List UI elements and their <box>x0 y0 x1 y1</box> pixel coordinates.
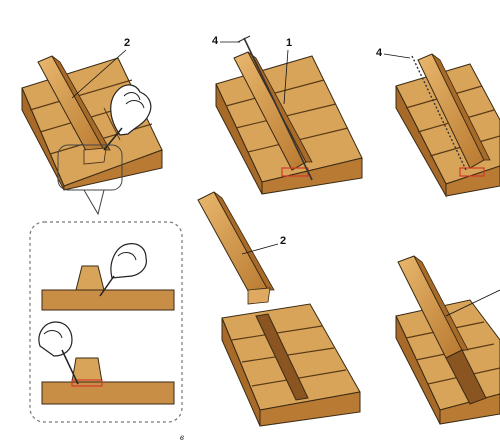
groove-mark <box>459 167 485 177</box>
groove <box>445 349 487 405</box>
figure-caption: в <box>180 432 184 442</box>
label-2-bottom: 2 <box>280 235 286 247</box>
marking-tool-4 <box>411 55 467 171</box>
label-2-top: 2 <box>124 37 130 49</box>
strip-upper <box>41 289 175 311</box>
hand-icon <box>103 84 152 151</box>
panel-bottom-right <box>395 255 500 425</box>
slab-left <box>21 87 65 191</box>
panel-top-middle: 4 1 <box>212 35 363 195</box>
groove <box>255 313 309 401</box>
slab-top <box>221 303 361 411</box>
slab-left <box>395 85 447 198</box>
hand-icon <box>38 321 79 385</box>
slab-left <box>215 83 263 195</box>
bar-2 <box>197 191 269 299</box>
label-4-right: 4 <box>376 47 383 59</box>
bar-section-upper <box>75 265 105 291</box>
slab-left <box>221 317 261 427</box>
marking-tool-4 <box>243 37 313 181</box>
hand-icon <box>99 243 147 297</box>
groove-mark <box>71 379 103 387</box>
panel-top-left: 2 <box>21 37 163 216</box>
slab-left <box>395 315 441 425</box>
detail-panel <box>29 221 183 423</box>
label-4-middle: 4 <box>212 35 219 47</box>
dotted-frame <box>29 221 183 423</box>
panel-bottom-middle: 2 <box>197 191 361 427</box>
label-1-middle: 1 <box>286 37 292 49</box>
strip-lower <box>41 381 175 405</box>
panel-top-right: 4 <box>376 47 500 198</box>
detail-zoom-frame <box>57 144 123 191</box>
bar-section-lower <box>71 357 103 383</box>
